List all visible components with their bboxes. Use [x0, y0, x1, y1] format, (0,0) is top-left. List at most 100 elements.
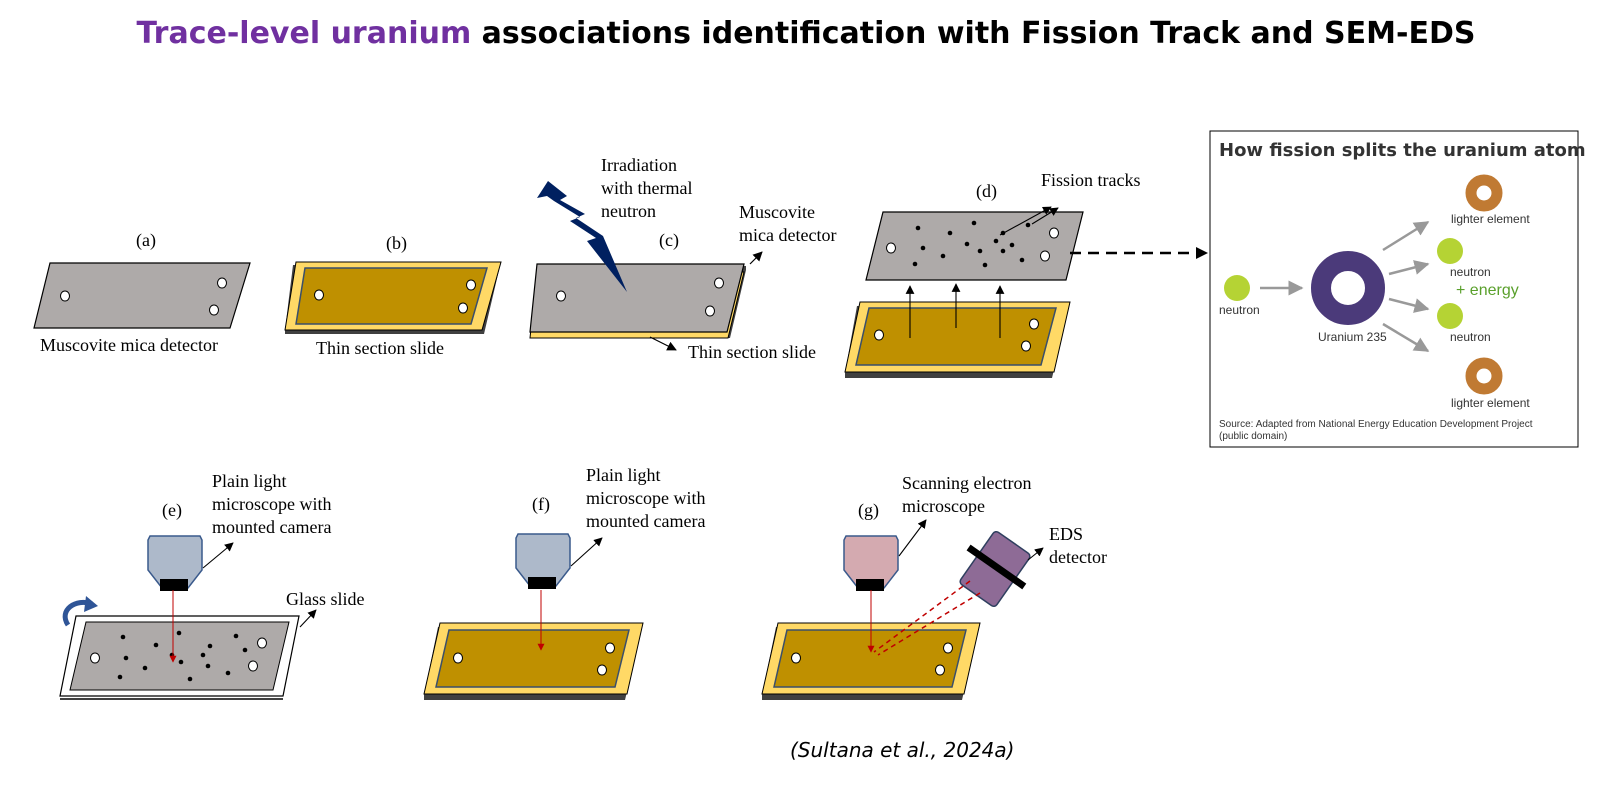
step-c-tag: (c)	[659, 230, 679, 251]
sample-hole	[458, 302, 468, 314]
step-f-tag: (f)	[532, 494, 550, 515]
sem-label: Scanning electron microscope	[902, 473, 1036, 516]
microscope-f-label: Plain light microscope with mounted came…	[586, 465, 710, 531]
objective-lens	[528, 577, 556, 589]
step-d: (d) Fission tracks	[844, 170, 1208, 378]
mica-pointer-arrow	[749, 251, 763, 265]
thin-section-sample	[855, 307, 1057, 366]
sample-hole	[605, 642, 615, 654]
slide-pointer-arrow	[649, 336, 677, 351]
title-highlight: Trace-level uranium	[136, 16, 472, 51]
step-f: (f) Plain light microscope with mounted …	[423, 465, 710, 700]
incoming-neutron	[1224, 275, 1250, 301]
split-arrow	[1382, 220, 1430, 252]
split-arrow	[1388, 297, 1430, 313]
glass-pointer-arrow	[299, 609, 317, 628]
xray-signal	[873, 580, 971, 653]
rotate-icon-head	[84, 596, 98, 612]
mica-hole	[1040, 250, 1050, 262]
split-arrow	[1388, 260, 1430, 276]
mica-hole	[705, 305, 715, 317]
track-dots	[912, 220, 1031, 268]
thin-section-label: Thin section slide	[688, 342, 816, 362]
step-a: (a) Muscovite mica detector	[33, 230, 251, 355]
step-e-tag: (e)	[162, 500, 182, 521]
sample-hole	[466, 279, 476, 291]
irradiation-label: Irradiation with thermal neutron	[601, 155, 697, 221]
microscope-pointer-arrow	[570, 537, 603, 567]
sample-hole	[943, 642, 953, 654]
inset-source: Source: Adapted from National Energy Edu…	[1219, 419, 1533, 430]
lightning-bolt-icon	[537, 181, 627, 292]
thin-section-sample	[295, 267, 488, 325]
xray-signal	[877, 592, 981, 656]
outgoing-neutron	[1437, 238, 1463, 264]
mica-hole	[714, 277, 724, 289]
sample-hole	[453, 652, 463, 664]
uranium-nucleus	[1311, 251, 1385, 325]
mica-hole	[1049, 227, 1059, 239]
step-a-tag: (a)	[136, 230, 156, 251]
step-c: Irradiation with thermal neutron (c) Mus…	[529, 155, 836, 362]
fission-inset: How fission splits the uranium atom neut…	[1209, 130, 1586, 448]
step-b: (b) Thin section slide	[284, 233, 502, 358]
sem-pointer-arrow	[898, 519, 927, 557]
mica-hole	[60, 290, 70, 302]
step-g-tag: (g)	[858, 500, 879, 521]
neutron-out-2-label: neutron	[1450, 330, 1491, 344]
mica-hole	[90, 652, 100, 664]
tracks-pointer-arrow	[999, 206, 1052, 236]
sample-hole	[874, 329, 884, 341]
mica-hole	[257, 637, 267, 649]
sample-hole	[935, 664, 945, 676]
mica-on-glass	[69, 621, 290, 691]
page-title: Trace-level uranium associations identif…	[0, 16, 1612, 51]
sample-hole	[1029, 318, 1039, 330]
mica-hole	[556, 290, 566, 302]
mica-hole	[886, 242, 896, 254]
fission-tracks-label: Fission tracks	[1041, 170, 1141, 190]
glass-slide-label: Glass slide	[286, 589, 365, 609]
mica-label: Muscovite mica detector	[739, 202, 836, 245]
title-rest: associations identification with Fission…	[471, 16, 1476, 51]
step-g: (g) Scanning electron microscope EDS det…	[761, 473, 1107, 700]
split-arrow	[1382, 322, 1430, 353]
mica-hole	[209, 304, 219, 316]
sem-lens	[856, 579, 884, 591]
lighter-top-label: lighter element	[1451, 212, 1530, 226]
sample-hole	[314, 289, 324, 301]
eds-label: EDS detector	[1049, 524, 1107, 567]
tracks-pointer-arrow	[1031, 207, 1059, 225]
thin-section-sample	[435, 629, 630, 688]
mica-detector	[33, 262, 251, 329]
step-e: (e) Plain light microscope with mounted …	[59, 471, 365, 700]
mica-hole	[248, 660, 258, 672]
sample-hole	[597, 664, 607, 676]
step-a-caption: Muscovite mica detector	[40, 335, 218, 355]
energy-label: + energy	[1456, 282, 1519, 299]
objective-lens	[160, 579, 188, 591]
lighter-element-top	[1465, 174, 1503, 212]
mica-on-slide	[529, 263, 745, 333]
lighter-bottom-label: lighter element	[1451, 396, 1530, 410]
step-d-tag: (d)	[976, 181, 997, 202]
microscope-pointer-arrow	[202, 542, 234, 569]
neutron-in-label: neutron	[1219, 303, 1260, 317]
inset-title: How fission splits the uranium atom	[1219, 140, 1586, 161]
eds-detector-icon	[959, 530, 1031, 608]
thin-section-sample	[773, 629, 967, 688]
mica-hole	[217, 277, 227, 289]
sample-hole	[1021, 340, 1031, 352]
neutron-out-1-label: neutron	[1450, 265, 1491, 279]
irradiated-mica	[865, 211, 1084, 281]
sample-hole	[791, 652, 801, 664]
step-b-caption: Thin section slide	[316, 338, 444, 358]
outgoing-neutron	[1437, 303, 1463, 329]
dashed-link-arrowhead	[1196, 247, 1208, 259]
inset-source: (public domain)	[1219, 431, 1287, 442]
uranium-label: Uranium 235	[1318, 330, 1387, 344]
citation: (Sultana et al., 2024a)	[790, 738, 1015, 762]
step-b-tag: (b)	[386, 233, 407, 254]
lighter-element-bottom	[1465, 357, 1503, 395]
